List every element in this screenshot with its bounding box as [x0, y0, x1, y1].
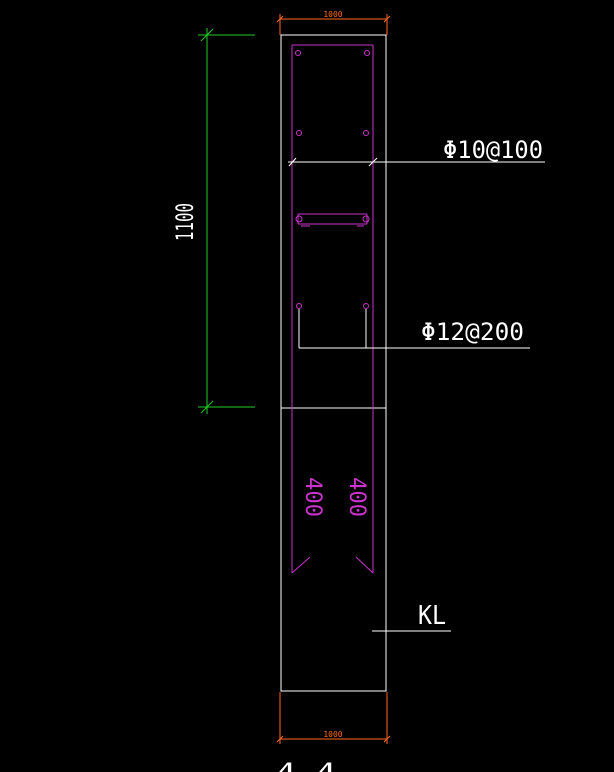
anchor-length-left: 400	[300, 477, 325, 517]
bottom-width-dim-text: 1000	[323, 730, 342, 739]
longitudinal-label: Φ12@200	[421, 318, 524, 346]
anchor-length-right: 400	[344, 477, 369, 517]
top-width-dim-text: 1000	[323, 10, 342, 19]
height-dimension	[198, 28, 255, 414]
bottom-width-dimension	[276, 692, 391, 744]
beam-label: KL	[418, 601, 446, 631]
section-label: 4—4	[276, 758, 336, 772]
rebar-cage	[291, 44, 374, 574]
top-width-dimension	[276, 14, 391, 35]
stirrup-leader	[288, 157, 545, 167]
column-outline	[280, 34, 387, 692]
height-dim-text: 1100	[171, 203, 199, 241]
longitudinal-leader	[298, 309, 530, 349]
stirrup-label: Φ10@100	[443, 136, 543, 164]
